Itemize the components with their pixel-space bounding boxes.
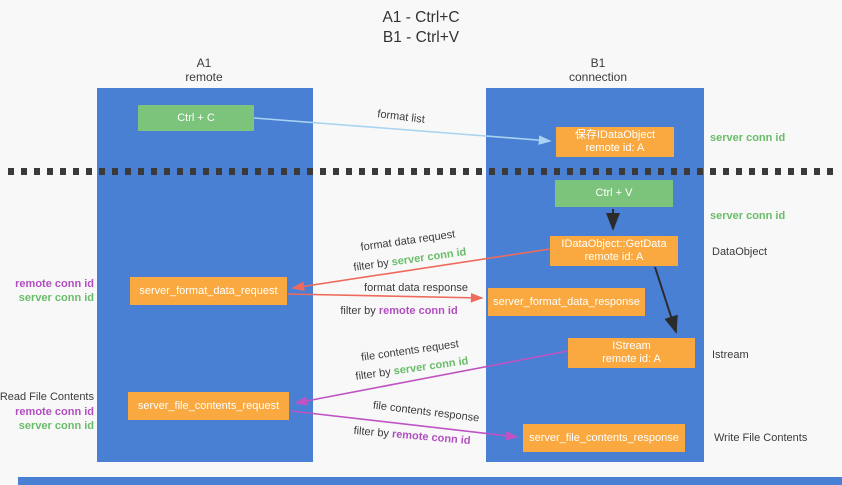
server-format-data-response-label: server_format_data_response: [493, 295, 640, 308]
server-file-contents-request-node: server_file_contents_request: [128, 392, 289, 420]
ctrl-v-node: Ctrl + V: [555, 180, 673, 207]
idataobject-getdata-node: IDataObject::GetData remote id: A: [550, 236, 678, 266]
format-list-text: format list: [376, 108, 426, 126]
right-label-server-conn-id-top: server conn id: [710, 132, 785, 145]
filter-by-text: filter by: [340, 305, 379, 317]
istream-line1: IStream: [612, 340, 651, 352]
edge-label-filter-remote-conn-2: filter by remote conn id: [353, 425, 471, 448]
right-label-istream: Istream: [712, 349, 749, 362]
istream-node: IStream remote id: A: [568, 338, 695, 368]
left-label-read-file-contents: Read File Contents: [0, 391, 94, 404]
left-label-server-conn-id-1: server conn id: [0, 292, 94, 305]
server-conn-id-text: server conn id: [710, 132, 786, 144]
right-label-server-conn-id-mid: server conn id: [710, 210, 785, 223]
getdata-line1: IDataObject::GetData: [561, 238, 667, 250]
edge-label-format-data-response: format data response: [364, 282, 468, 295]
right-column-role: connection: [568, 70, 628, 84]
left-label-remote-conn-id-2: remote conn id: [0, 406, 94, 419]
bottom-window-edge: [18, 477, 842, 485]
filter-by-text: filter by: [353, 424, 393, 441]
server-conn-id-text: server conn id: [710, 210, 786, 222]
istream-line2: remote id: A: [602, 353, 661, 365]
dataobject-text: DataObject: [712, 246, 768, 258]
format-data-response-text: format data response: [364, 282, 468, 294]
edge-label-file-contents-response: file contents response: [372, 400, 480, 426]
ctrl-v-label: Ctrl + V: [595, 187, 633, 199]
left-column-role: remote: [185, 70, 223, 84]
save-dataobject-node: 保存IDataObject remote id: A: [556, 127, 674, 157]
server-conn-id-text: server conn id: [18, 292, 94, 304]
read-file-contents-text: Read File Contents: [0, 391, 94, 403]
ctrl-c-label: Ctrl + C: [177, 111, 215, 124]
file-contents-response-text: file contents response: [372, 399, 480, 425]
diagram-title: A1 - Ctrl+C B1 - Ctrl+V: [0, 8, 842, 48]
server-file-contents-request-label: server_file_contents_request: [137, 399, 280, 412]
right-label-dataobject: DataObject: [712, 246, 767, 259]
remote-conn-id-text: remote conn id: [15, 278, 94, 290]
server-format-data-request-node: server_format_data_request: [130, 277, 287, 305]
title-line-2: B1 - Ctrl+V: [382, 29, 460, 46]
server-format-data-response-node: server_format_data_response: [488, 288, 645, 316]
write-file-contents-text: Write File Contents: [714, 432, 808, 444]
server-format-data-request-label: server_format_data_request: [139, 284, 278, 297]
remote-conn-id-text: remote conn id: [15, 406, 94, 418]
edge-label-format-list: format list: [377, 108, 426, 127]
server-file-contents-response-label: server_file_contents_response: [529, 431, 679, 444]
save-dataobject-line2: remote id: A: [585, 142, 645, 154]
edge-label-filter-remote-conn-1: filter by remote conn id: [340, 305, 457, 318]
ctrl-c-node: Ctrl + C: [138, 105, 254, 131]
left-label-server-conn-id-2: server conn id: [0, 420, 94, 433]
right-column-name: B1: [590, 56, 606, 70]
title-line-1: A1 - Ctrl+C: [382, 9, 460, 26]
right-column-header: B1 connection: [538, 56, 658, 84]
left-column-header: A1 remote: [144, 56, 264, 84]
save-dataobject-line1: 保存IDataObject: [574, 129, 656, 141]
filter-by-text: filter by: [352, 256, 393, 274]
left-label-remote-conn-id-1: remote conn id: [0, 278, 94, 291]
remote-conn-id-text: remote conn id: [378, 305, 458, 317]
istream-text: Istream: [712, 349, 749, 361]
right-label-write-file-contents: Write File Contents: [714, 432, 807, 445]
left-column-name: A1: [196, 56, 212, 70]
getdata-line2: remote id: A: [584, 251, 644, 263]
filter-by-text: filter by: [354, 365, 395, 383]
machine-separator-dotted-line: [8, 168, 836, 175]
server-conn-id-text: server conn id: [390, 246, 468, 269]
server-conn-id-text: server conn id: [18, 420, 94, 432]
remote-conn-id-text: remote conn id: [391, 428, 472, 448]
server-file-contents-response-node: server_file_contents_response: [523, 424, 685, 452]
